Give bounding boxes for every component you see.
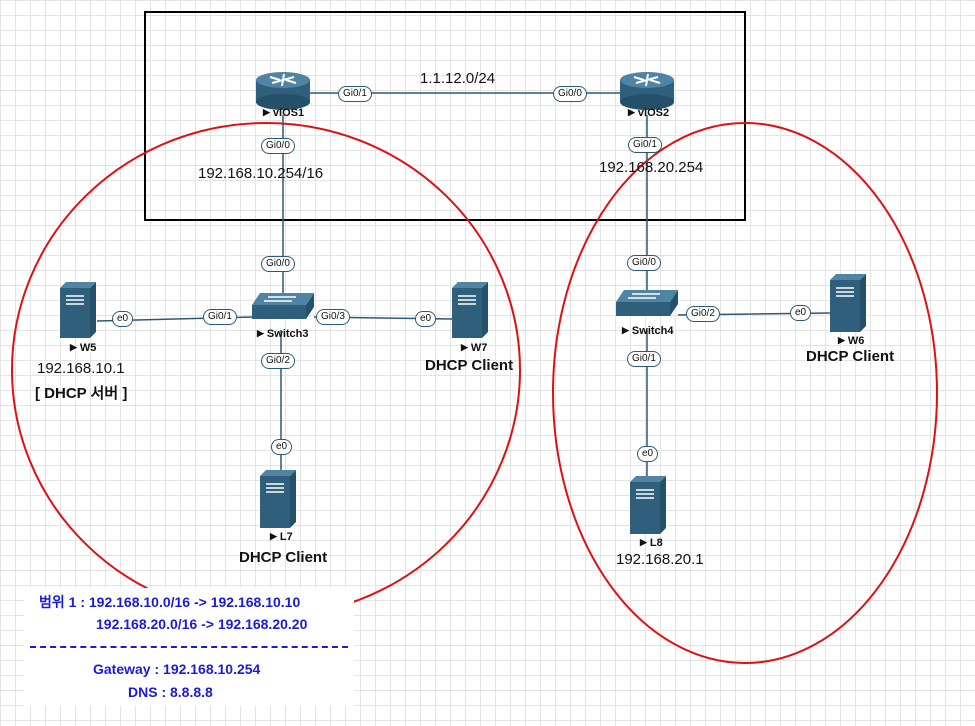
device-label-w5: W5	[70, 342, 97, 354]
w7-role-label: DHCP Client	[425, 357, 514, 374]
dhcp-range-line-2: 192.168.20.0/16 -> 192.168.20.20	[96, 616, 308, 632]
port-switch4-gi00: Gi0/0	[627, 255, 661, 271]
w6-role-label: DHCP Client	[806, 348, 895, 365]
device-label-w6: W6	[838, 335, 865, 347]
port-switch3-gi03: Gi0/3	[316, 309, 350, 325]
port-l7-e0: e0	[271, 439, 293, 455]
port-switch3-gi00: Gi0/0	[261, 256, 295, 272]
port-w6-e0: e0	[790, 305, 812, 321]
port-vios1-gi01: Gi0/1	[338, 86, 372, 102]
device-label-vios1: vIOS1	[263, 107, 304, 119]
device-label-switch4: Switch4	[622, 325, 674, 337]
vios2-ip-label: 192.168.20.254	[599, 159, 704, 176]
w5-role-label: [ DHCP 서버 ]	[35, 385, 128, 402]
dhcp-gateway-line: Gateway : 192.168.10.254	[93, 661, 261, 677]
port-w7-e0: e0	[415, 311, 437, 327]
device-label-w7: W7	[461, 342, 488, 354]
w5-ip-label: 192.168.10.1	[37, 360, 125, 377]
device-label-l8: L8	[640, 537, 663, 549]
device-label-l7: L7	[270, 531, 293, 543]
server-w6-icon	[830, 274, 866, 332]
router-vios2-icon	[620, 72, 674, 110]
port-switch3-gi02: Gi0/2	[261, 353, 295, 369]
dhcp-config-note: 범위 1 : 192.168.10.0/16 -> 192.168.10.10 …	[24, 588, 354, 706]
right-dhcp-area-circle	[552, 122, 938, 664]
wan-network-label: 1.1.12.0/24	[420, 70, 496, 87]
port-switch4-gi01: Gi0/1	[627, 351, 661, 367]
port-vios2-gi01: Gi0/1	[628, 137, 662, 153]
port-switch4-gi02: Gi0/2	[686, 306, 720, 322]
port-l8-e0: e0	[637, 446, 659, 462]
device-label-vios2: vIOS2	[628, 107, 669, 119]
switch3-icon	[252, 293, 314, 319]
port-vios1-gi00: Gi0/0	[261, 138, 295, 154]
l7-role-label: DHCP Client	[239, 549, 328, 566]
server-l8-icon	[630, 476, 666, 534]
router-vios1-icon	[256, 72, 310, 110]
vios1-ip-label: 192.168.10.254/16	[198, 165, 324, 182]
port-w5-e0: e0	[112, 311, 134, 327]
switch4-icon	[616, 290, 678, 316]
router-area-box	[144, 11, 746, 221]
server-w7-icon	[452, 282, 488, 338]
server-l7-icon	[260, 470, 296, 528]
server-w5-icon	[60, 282, 96, 338]
device-label-switch3: Switch3	[257, 328, 309, 340]
note-divider	[30, 646, 348, 648]
port-switch3-gi01: Gi0/1	[203, 309, 237, 325]
dhcp-range-line-1: 범위 1 : 192.168.10.0/16 -> 192.168.10.10	[39, 594, 301, 610]
port-vios2-gi00: Gi0/0	[553, 86, 587, 102]
dhcp-dns-line: DNS : 8.8.8.8	[128, 684, 213, 700]
l8-ip-label: 192.168.20.1	[616, 551, 704, 568]
